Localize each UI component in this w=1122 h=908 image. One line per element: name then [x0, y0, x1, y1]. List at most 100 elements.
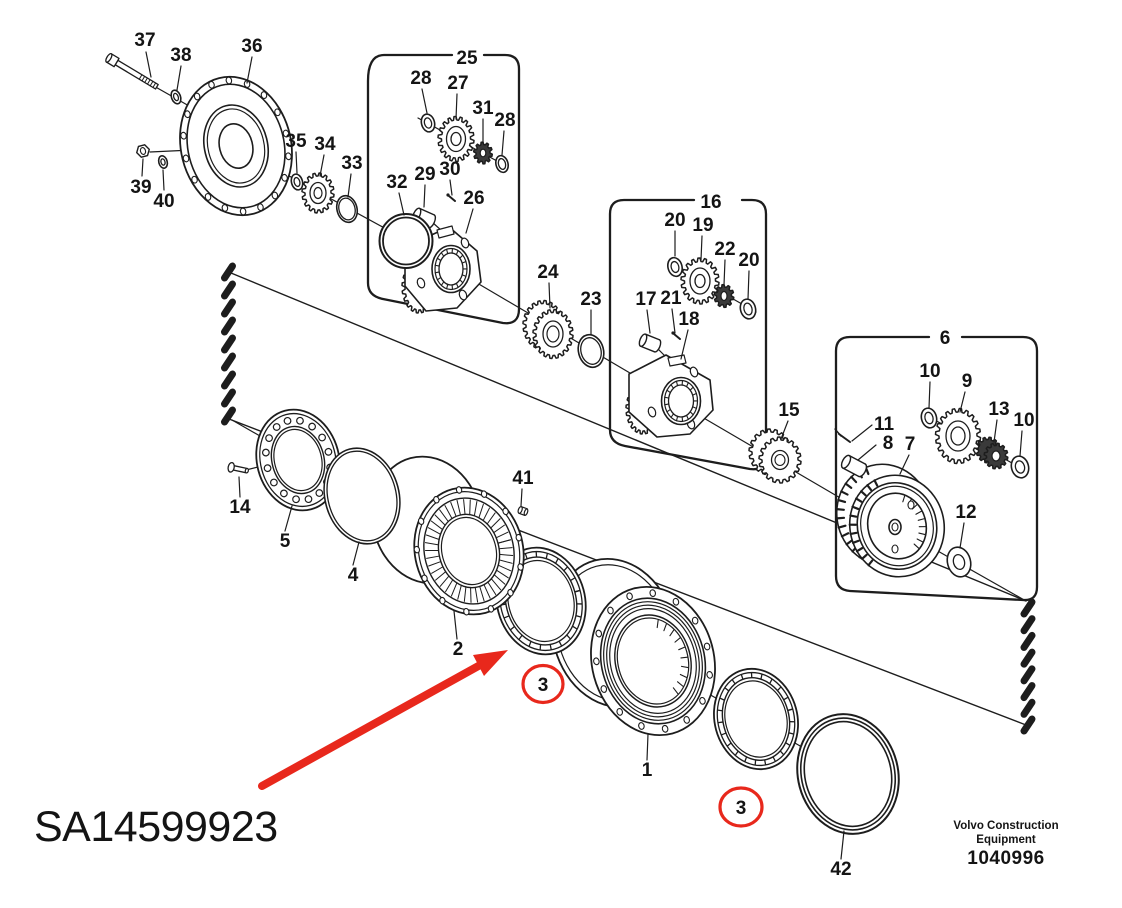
- teeth: [717, 672, 795, 766]
- teeth: [424, 499, 514, 603]
- part-label-9-27: 9: [962, 371, 973, 392]
- part-label-42-40: 42: [830, 859, 851, 880]
- part-22-bearing: [713, 283, 735, 309]
- part-4-o-ring: [323, 447, 401, 545]
- part-27-planet-gear: [437, 115, 475, 163]
- part-20b-washer: [739, 298, 757, 320]
- part-label-17-22: 17: [635, 289, 656, 310]
- bolt-holes: [180, 76, 292, 216]
- bolt-holes: [593, 589, 713, 733]
- part-11-pin: [834, 428, 851, 443]
- part-label-21-23: 21: [660, 288, 682, 309]
- part-label-29-9: 29: [414, 164, 435, 185]
- part-20a-washer: [667, 256, 683, 278]
- part-13-bearing: [975, 436, 1009, 470]
- part-31-bearing: [472, 141, 494, 165]
- part-19-planet-gear: [680, 257, 720, 305]
- part-18-planet-carrier: [625, 354, 714, 438]
- part-37-bolt: [105, 53, 159, 90]
- part-label-23-17: 23: [580, 289, 601, 310]
- balls: [261, 416, 335, 504]
- bolt-holes: [413, 486, 524, 616]
- part-label-32-8: 32: [386, 172, 407, 193]
- circled-label-0: 3: [538, 675, 549, 696]
- label-lead-lines: [141, 51, 1023, 860]
- part-40-washer: [157, 155, 169, 169]
- part-38-washer: [170, 89, 182, 105]
- part-21-pin: [671, 331, 681, 340]
- teeth: [499, 551, 583, 651]
- part-9-planet-gear: [934, 407, 982, 465]
- part-3b-roller-bearing: [713, 667, 799, 771]
- part-label-8-31: 8: [883, 433, 894, 454]
- part-12-washer: [946, 546, 972, 578]
- annotation-part-code: SA14599923: [34, 803, 278, 851]
- part-7-planet-carrier-hub: [835, 463, 946, 578]
- part-label-15-25: 15: [778, 400, 800, 421]
- part-23-ring: [577, 333, 605, 369]
- part-label-38-1: 38: [170, 45, 191, 66]
- part-8-bushing: [840, 454, 868, 478]
- part-label-41-38: 41: [512, 468, 534, 489]
- part-41-pin: [517, 506, 529, 516]
- red-annotations: 33: [258, 650, 764, 828]
- part-label-10-26: 10: [919, 361, 940, 382]
- part-label-18-24: 18: [678, 309, 699, 330]
- part-label-31-14: 31: [472, 98, 494, 119]
- part-label-5-35: 5: [280, 531, 291, 552]
- part-10a-washer: [920, 407, 938, 429]
- part-30-pin: [446, 193, 456, 202]
- part-label-28-12: 28: [410, 68, 431, 89]
- part-10b-washer: [1010, 455, 1030, 479]
- part-24-sun-gear: [522, 299, 574, 360]
- part-label-30-10: 30: [439, 159, 460, 180]
- part-17-bushing: [638, 333, 662, 353]
- part-label-36-2: 36: [241, 36, 262, 57]
- part-label-1-39: 1: [642, 760, 653, 781]
- part-33-ring: [335, 194, 359, 224]
- part-label-24-16: 24: [537, 262, 559, 283]
- group-label-16: 16: [700, 192, 721, 213]
- part-39-nut: [136, 144, 150, 158]
- highlight-circle-0: [521, 663, 565, 705]
- part-label-20-18: 20: [664, 210, 685, 231]
- part-2-ring-gear: [371, 455, 525, 616]
- part-label-40-4: 40: [153, 191, 174, 212]
- part-label-12-33: 12: [955, 502, 976, 523]
- part-label-11-30: 11: [874, 414, 895, 435]
- part-28a-washer: [420, 113, 436, 133]
- part-5-ball-bearing: [255, 408, 341, 512]
- part-label-39-3: 39: [130, 177, 151, 198]
- part-28b-washer: [495, 154, 509, 174]
- pointer-arrow: [258, 650, 508, 790]
- part-label-13-28: 13: [988, 399, 1009, 420]
- group-boxes: [366, 53, 1039, 602]
- part-15-sun-gear: [748, 428, 802, 484]
- part-label-27-13: 27: [447, 73, 468, 94]
- part-label-10-29: 10: [1013, 410, 1034, 431]
- part-32-retaining-ring: [378, 213, 434, 269]
- part-label-33-7: 33: [341, 153, 362, 174]
- teeth: [848, 479, 879, 567]
- part-label-7-32: 7: [905, 434, 916, 455]
- part-36-drive-cover: [179, 75, 293, 217]
- part-label-20-21: 20: [738, 250, 759, 271]
- footer-brand-line2: Equipment: [976, 834, 1036, 846]
- group-label-6: 6: [940, 328, 951, 349]
- footer-figure-number: 1040996: [967, 848, 1044, 869]
- part-35-washer: [290, 173, 304, 191]
- part-14-bolt: [227, 461, 249, 474]
- highlight-circle-1: [718, 786, 764, 828]
- part-label-2-37: 2: [453, 639, 464, 660]
- circled-label-1: 3: [736, 798, 747, 819]
- part-label-28-15: 28: [494, 110, 515, 131]
- part-42-ring: [796, 713, 900, 835]
- teeth: [656, 619, 689, 695]
- part-label-35-5: 35: [285, 131, 307, 152]
- parts: [105, 53, 1030, 835]
- part-label-34-6: 34: [314, 134, 336, 155]
- part-label-19-19: 19: [692, 215, 713, 236]
